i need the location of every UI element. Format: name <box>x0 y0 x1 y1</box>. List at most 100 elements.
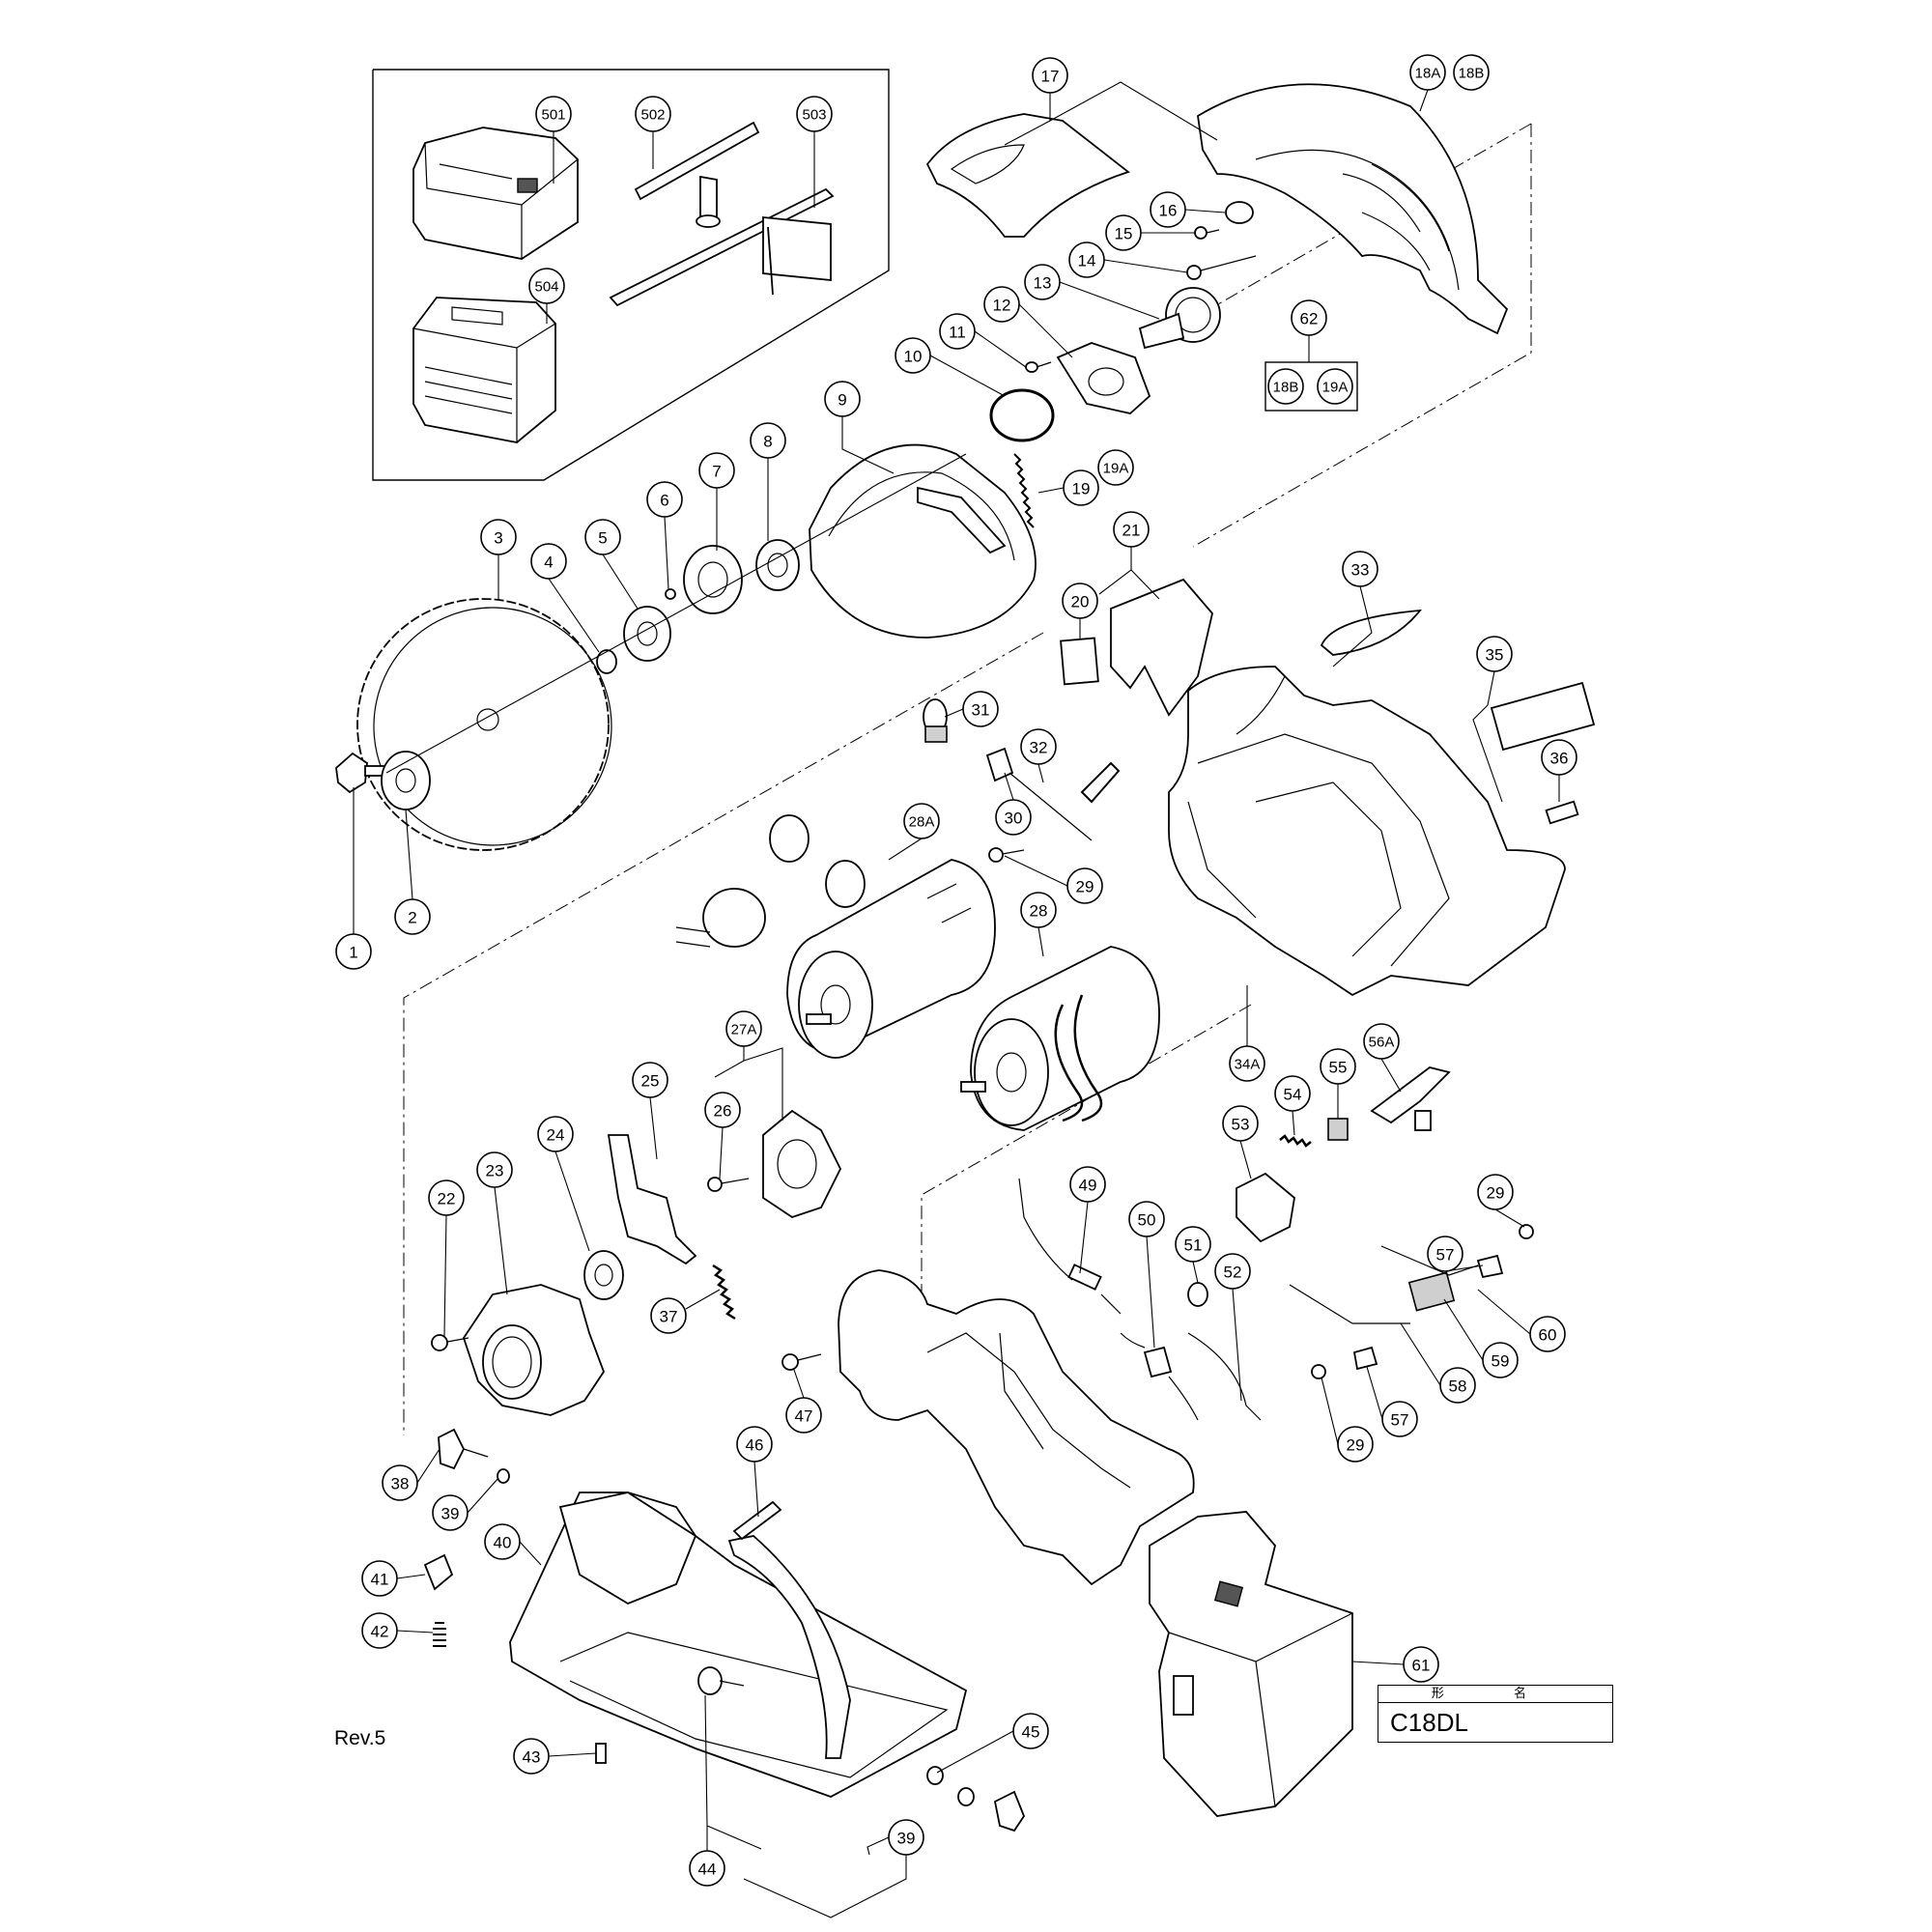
callout-58: 58 <box>1439 1367 1476 1404</box>
callout-number: 29 <box>1076 878 1094 896</box>
callout-50: 50 <box>1128 1201 1165 1237</box>
callout-34A: 34A <box>1229 1045 1265 1082</box>
callout-3: 3 <box>480 519 517 555</box>
bearing-16 <box>1225 201 1254 224</box>
callout-number: 20 <box>1071 593 1090 611</box>
callout-11: 11 <box>939 313 976 350</box>
label-33 <box>1320 609 1423 656</box>
callout-45: 45 <box>1012 1713 1049 1749</box>
callout-4: 4 <box>530 543 567 580</box>
callout-32: 32 <box>1020 728 1057 765</box>
callout-29: 29 <box>1477 1174 1514 1210</box>
spring-37 <box>712 1264 736 1321</box>
callout-number: 17 <box>1041 68 1060 86</box>
label-36 <box>1545 800 1579 825</box>
callout-number: 38 <box>391 1475 410 1493</box>
callout-37: 37 <box>650 1297 687 1334</box>
model-name: C18DL <box>1390 1708 1468 1737</box>
callout-51: 51 <box>1175 1226 1211 1263</box>
callout-56A: 56A <box>1363 1023 1400 1060</box>
bolt-44 <box>697 1666 745 1695</box>
washers-45-39 <box>926 1766 1026 1833</box>
callout-number: 19A <box>1103 461 1129 477</box>
motor-bracket-27A <box>762 1109 842 1218</box>
battery-pack <box>1149 1511 1353 1817</box>
spring-42 <box>433 1622 446 1647</box>
bearing-24 <box>583 1250 624 1300</box>
callout-number: 58 <box>1449 1378 1467 1396</box>
callout-504: 504 <box>528 268 565 304</box>
callout-40: 40 <box>484 1523 521 1560</box>
wire-49 <box>1018 1178 1122 1315</box>
guide-fence <box>609 187 835 307</box>
callout-18A: 18A <box>1409 54 1446 91</box>
callout-number: 23 <box>486 1162 504 1180</box>
callout-62: 62 <box>1291 299 1327 336</box>
callout-number: 10 <box>904 348 923 366</box>
callout-27A: 27A <box>725 1010 762 1047</box>
pin-46 <box>732 1500 782 1541</box>
screw-15 <box>1194 226 1220 240</box>
callout-number: 18B <box>1273 380 1299 396</box>
retaining-ring-10 <box>989 388 1055 442</box>
callout-number: 57 <box>1436 1246 1455 1264</box>
callout-number: 26 <box>714 1102 732 1121</box>
callout-number: 62 <box>1300 310 1319 328</box>
callout-42: 42 <box>361 1612 398 1649</box>
callout-number: 16 <box>1159 202 1178 220</box>
callout-18B: 18B <box>1453 54 1490 91</box>
callout-number: 21 <box>1122 522 1141 540</box>
bolt-22 <box>431 1334 469 1351</box>
wire-58 <box>1289 1284 1410 1324</box>
callout-number: 6 <box>660 492 668 510</box>
outer-flange-2 <box>381 751 431 810</box>
callout-number: 45 <box>1022 1723 1040 1742</box>
title-block: 形 名 C18DL <box>1378 1685 1613 1743</box>
lamp-31 <box>923 698 948 743</box>
callout-number: 18B <box>1459 66 1485 82</box>
callout-number: 12 <box>993 297 1011 315</box>
knob-41 <box>423 1553 454 1591</box>
callout-8: 8 <box>750 422 786 459</box>
callout-24: 24 <box>537 1116 574 1152</box>
callout-number: 18A <box>1415 66 1441 82</box>
callout-35: 35 <box>1476 636 1513 672</box>
washer-4 <box>596 649 617 674</box>
callout-12: 12 <box>983 286 1020 323</box>
callout-43: 43 <box>513 1738 550 1775</box>
callout-number: 59 <box>1492 1352 1510 1371</box>
callout-number: 43 <box>523 1748 541 1767</box>
callout-number: 40 <box>494 1534 512 1552</box>
callout-number: 32 <box>1030 739 1048 757</box>
callout-19: 19 <box>1063 469 1099 506</box>
callout-20: 20 <box>1062 582 1098 619</box>
knob-38 <box>438 1428 489 1470</box>
callout-number: 504 <box>534 279 558 296</box>
callout-number: 14 <box>1078 252 1096 270</box>
callout-number: 35 <box>1486 646 1504 665</box>
callout-31: 31 <box>962 691 999 727</box>
callout-30: 30 <box>995 799 1032 836</box>
lamp-holder-30 <box>985 747 1093 841</box>
callout-number: 29 <box>1487 1184 1505 1203</box>
callout-1: 1 <box>335 933 372 970</box>
callout-6: 6 <box>646 481 683 518</box>
callout-number: 2 <box>408 909 416 927</box>
callout-2: 2 <box>394 898 431 935</box>
callout-44: 44 <box>689 1850 725 1887</box>
callout-number: 39 <box>897 1830 916 1848</box>
callout-number: 36 <box>1550 750 1569 768</box>
callout-38: 38 <box>382 1464 418 1501</box>
screw-29-lower <box>1311 1224 1534 1379</box>
callout-number: 46 <box>746 1436 764 1455</box>
callout-number: 28A <box>909 814 935 831</box>
assembly-frame-left <box>403 632 1044 1435</box>
spring-19 <box>1013 453 1035 528</box>
callout-number: 41 <box>371 1571 389 1589</box>
callout-number: 55 <box>1329 1059 1348 1077</box>
callout-number: 19A <box>1322 380 1349 396</box>
callout-19A: 19A <box>1317 368 1353 405</box>
callout-number: 39 <box>441 1505 460 1523</box>
switch-knob-55 <box>1327 1118 1349 1141</box>
callout-13: 13 <box>1024 264 1061 300</box>
